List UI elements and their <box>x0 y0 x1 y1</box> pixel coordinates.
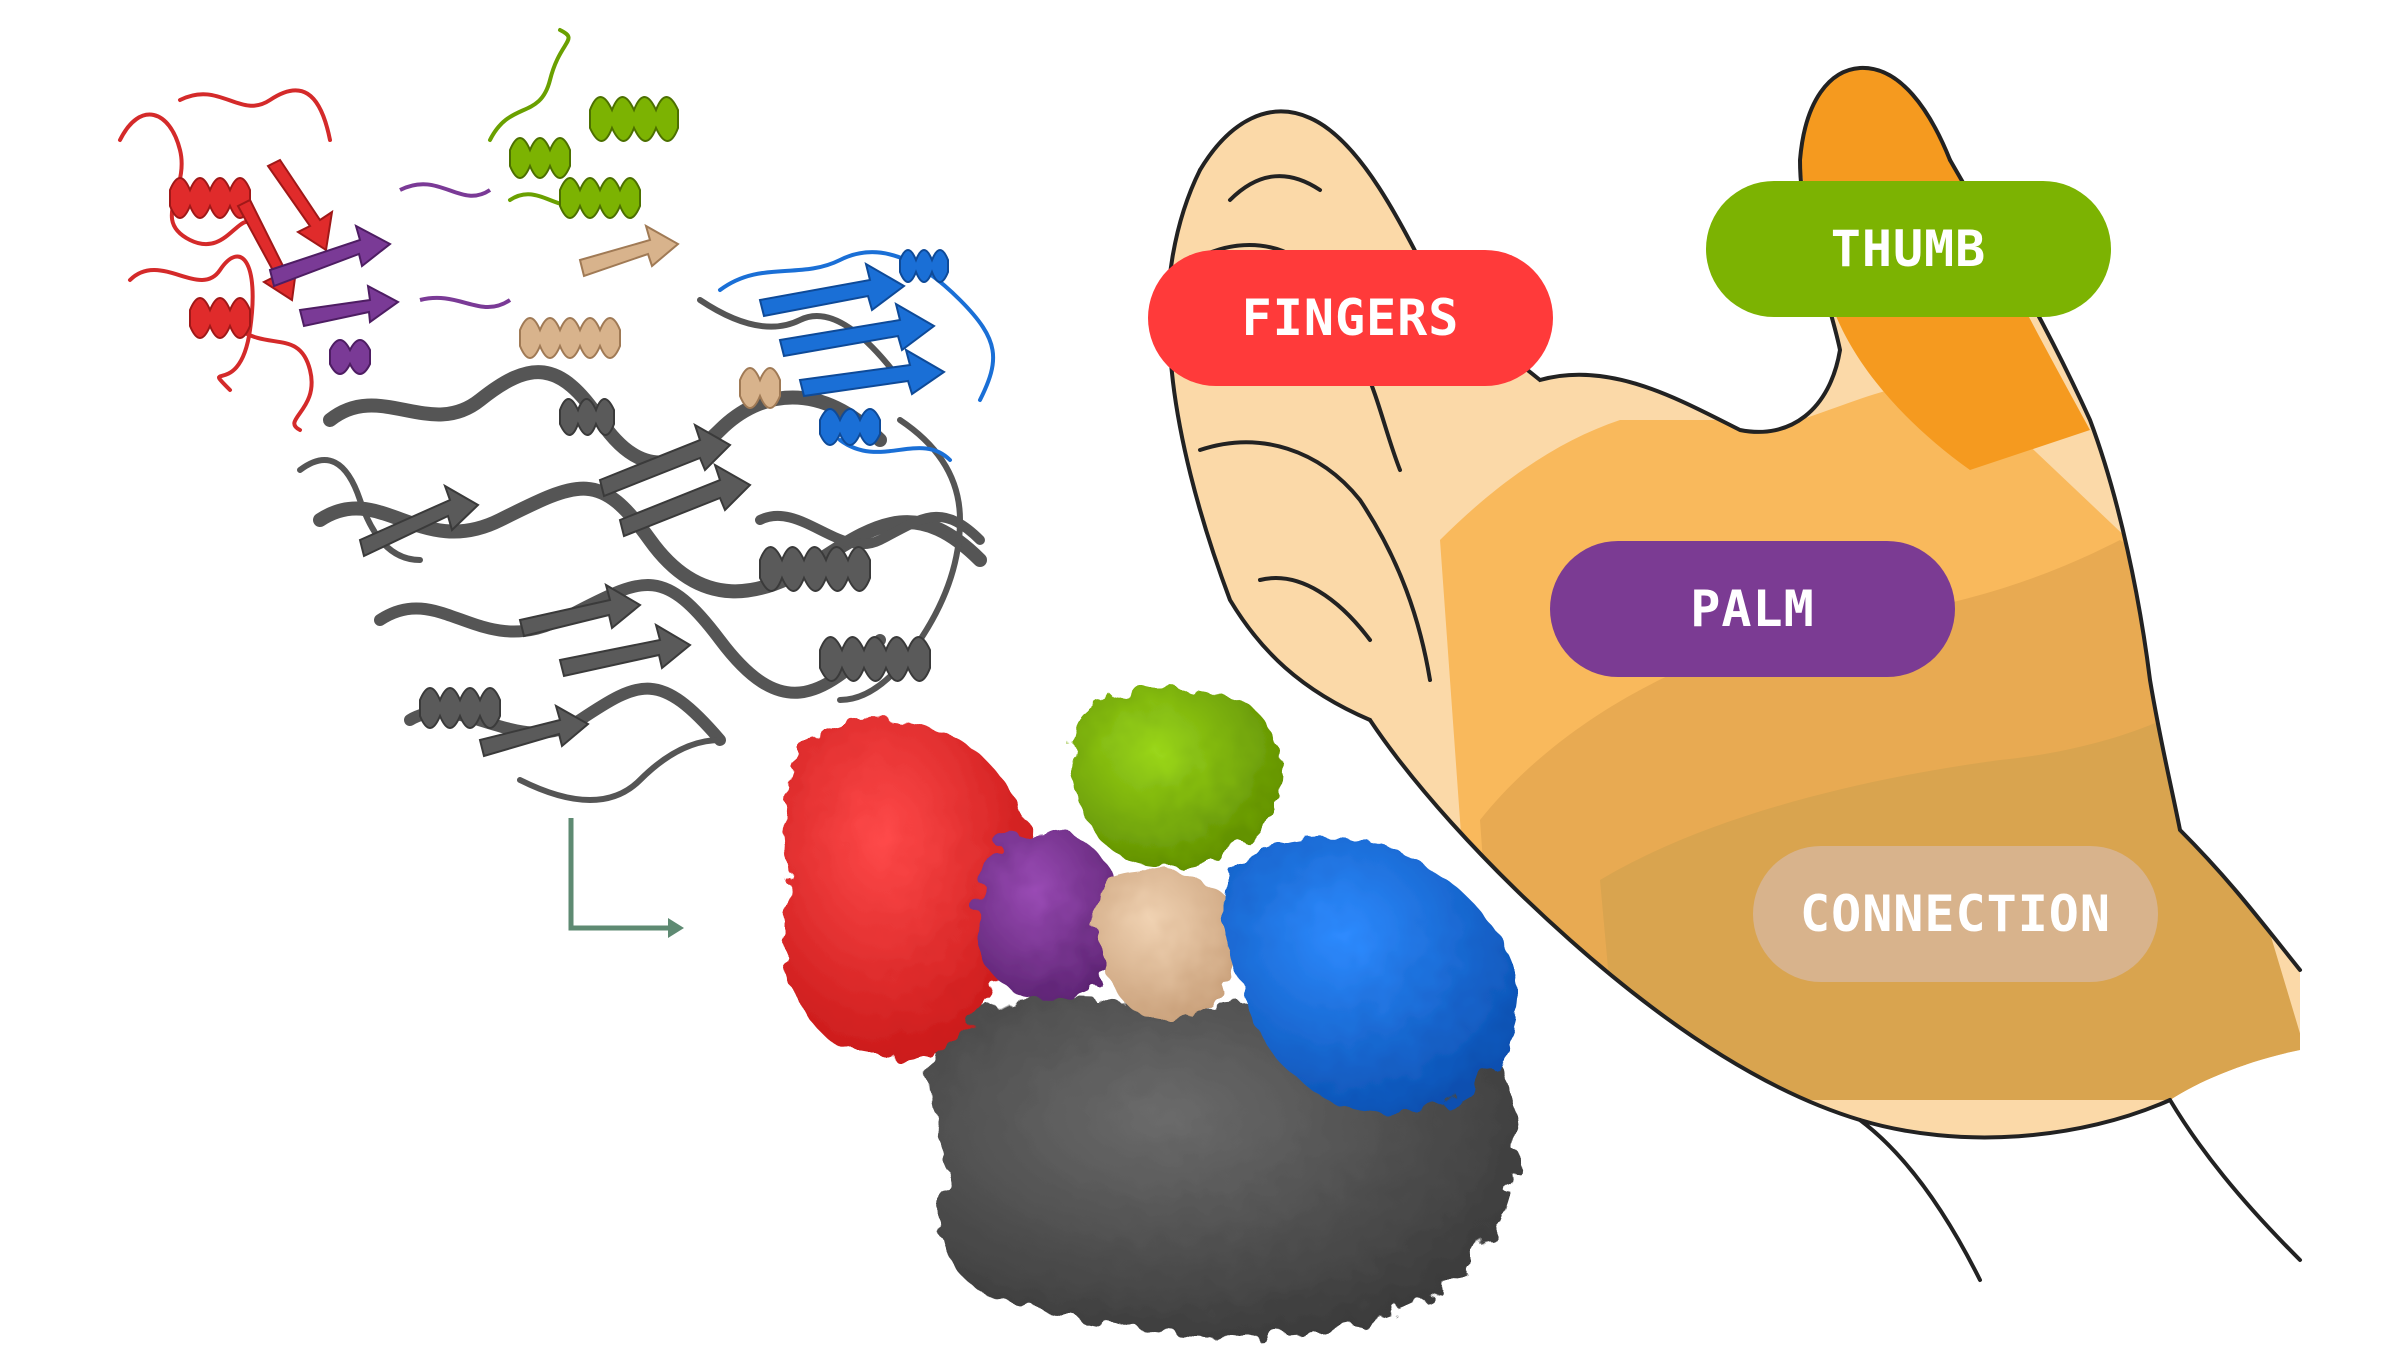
protein-surface-image <box>783 686 1520 1338</box>
thumb-label-text: THUMB <box>1830 220 1987 278</box>
thumb-label: THUMB <box>1706 181 2111 317</box>
connection-label-text: CONNECTION <box>1799 885 2112 943</box>
protein-ribbon-image <box>118 28 996 803</box>
down-right-arrow-icon <box>568 818 684 938</box>
connection-label: CONNECTION <box>1753 846 2158 982</box>
palm-label-text: PALM <box>1690 580 1815 638</box>
palm-label: PALM <box>1550 541 1955 677</box>
fingers-label-text: FINGERS <box>1241 289 1460 347</box>
fingers-label: FINGERS <box>1148 250 1553 386</box>
